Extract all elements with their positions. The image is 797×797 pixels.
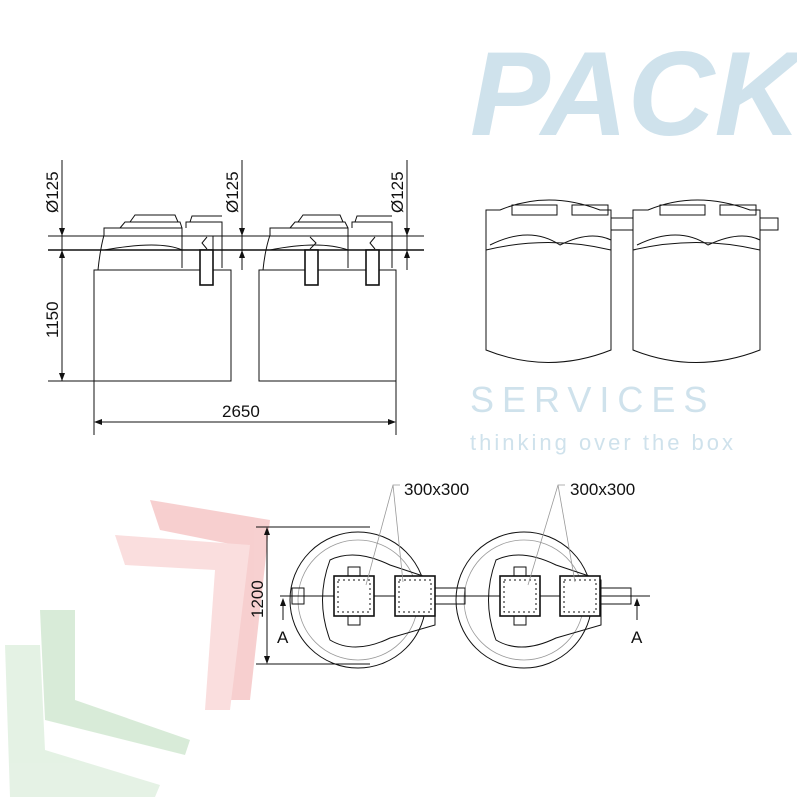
watermark-word: SERVICES — [470, 379, 715, 420]
section-label-left: A — [277, 628, 289, 647]
length-dimension-label: 2650 — [222, 402, 260, 421]
manhole-cover — [499, 566, 541, 626]
diameter-dimension-label: 1200 — [248, 580, 267, 618]
cover-size-label-2: 300x300 — [570, 480, 635, 499]
side-view: Ø125 Ø125 Ø125 1150 2650 — [43, 160, 424, 435]
manhole-cover — [559, 575, 601, 617]
logo-chevrons — [5, 500, 270, 797]
watermark-brand: PACK — [470, 27, 797, 161]
watermark: PACK SERVICES thinking over the box — [470, 27, 797, 455]
pipe-diameter-label-2: Ø125 — [223, 171, 242, 213]
pipe-diameter-label-1: Ø125 — [43, 171, 62, 213]
perspective-view — [485, 199, 779, 363]
watermark-tagline: thinking over the box — [470, 430, 736, 455]
section-label-right: A — [631, 628, 643, 647]
pipe-diameter-label-3: Ø125 — [388, 171, 407, 213]
height-dimension-label: 1150 — [43, 301, 62, 338]
tank-body-left — [93, 269, 232, 382]
manhole-cover — [394, 575, 436, 617]
cover-size-label-1: 300x300 — [404, 480, 469, 499]
top-view: 300x300 300x300 1200 A A — [248, 480, 650, 669]
tank-body-right — [258, 269, 397, 382]
manhole-cover — [333, 566, 375, 626]
